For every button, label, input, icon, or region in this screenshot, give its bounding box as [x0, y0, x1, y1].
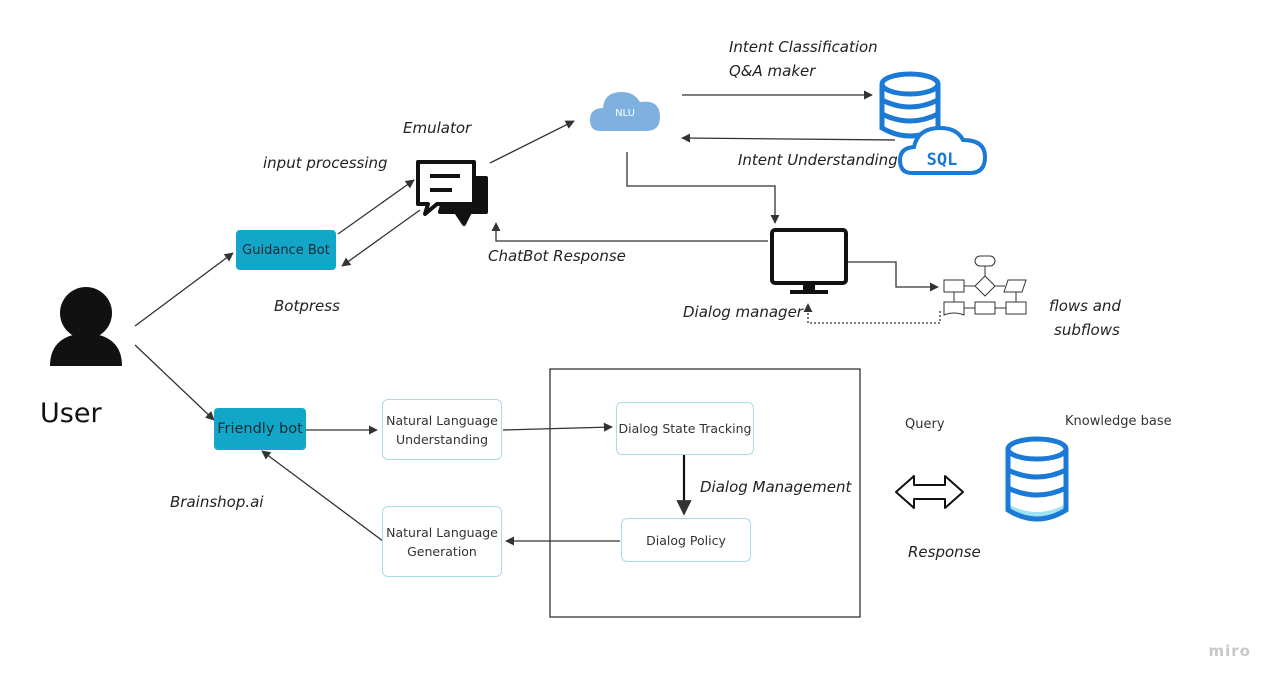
friendly-bot-node[interactable]: Friendly bot	[214, 408, 306, 450]
query-label: Query	[905, 417, 945, 432]
nlu-to-dialog-manager-arrow	[626, 152, 780, 224]
user-to-friendly-arrow	[134, 344, 215, 421]
flowchart-icon	[943, 255, 1027, 316]
nlg-to-friendly-arrow	[261, 450, 384, 542]
cloud-icon	[590, 92, 660, 131]
user-to-guidance-arrow	[134, 252, 234, 327]
nlu-cloud-label: NLU	[615, 108, 635, 119]
nlg-box-line1: Natural Language	[386, 524, 498, 540]
connectors	[134, 90, 941, 546]
user-icon	[50, 287, 122, 366]
flows-label-line1: flows and	[1049, 297, 1121, 315]
db-to-nlu-arrow	[681, 133, 896, 143]
flows-label-line2: subflows	[1054, 321, 1120, 339]
nlu-box[interactable]: Natural Language Understanding	[382, 399, 502, 460]
dialog-policy-box[interactable]: Dialog Policy	[621, 518, 751, 562]
nlg-box-line2: Generation	[407, 543, 477, 559]
brainshop-label: Brainshop.ai	[170, 493, 264, 511]
nlg-box[interactable]: Natural Language Generation	[382, 506, 502, 577]
nlu-box-to-state-arrow	[502, 422, 613, 432]
chatbot-response-label: ChatBot Response	[488, 247, 626, 265]
monitor-to-flows-arrow	[848, 261, 939, 292]
guidance-bot-label: Guidance Bot	[242, 242, 330, 258]
user-label: User	[40, 398, 102, 429]
dialog-management-label: Dialog Management	[700, 478, 852, 496]
guidance-to-emulator-arrow	[337, 179, 415, 235]
database-icon	[879, 71, 941, 139]
qa-maker-label: Q&A maker	[729, 62, 816, 80]
flows-return-arrow	[803, 303, 941, 324]
dialog-state-tracking-label: Dialog State Tracking	[618, 421, 752, 436]
emulator-label: Emulator	[403, 119, 472, 137]
miro-watermark: miro	[1209, 642, 1251, 660]
botpress-label: Botpress	[274, 297, 340, 315]
double-arrow-icon	[895, 475, 964, 509]
input-processing-label: input processing	[263, 154, 388, 172]
knowledge-base-label: Knowledge base	[1065, 414, 1172, 429]
friendly-bot-label: Friendly bot	[217, 421, 303, 437]
intent-classification-label: Intent Classification	[729, 38, 878, 56]
emulator-to-guidance-arrow	[341, 209, 421, 267]
response-label: Response	[908, 543, 981, 561]
dialog-manager-label: Dialog manager	[683, 303, 803, 321]
chatbot-response-arrow	[491, 222, 768, 242]
dialog-policy-label: Dialog Policy	[646, 532, 726, 548]
dialog-state-tracking-box[interactable]: Dialog State Tracking	[616, 402, 754, 455]
intent-understanding-label: Intent Understanding	[738, 151, 898, 169]
sql-cloud-icon: SQL	[897, 125, 988, 175]
monitor-icon	[770, 228, 848, 294]
sql-text: SQL	[927, 150, 958, 170]
dialog-management-frame	[549, 368, 861, 618]
emulator-to-nlu-arrow	[489, 120, 575, 164]
nlu-box-line1: Natural Language	[386, 412, 498, 428]
knowledge-database-icon	[1005, 436, 1069, 522]
chat-bubbles-icon	[416, 160, 488, 226]
guidance-bot-node[interactable]: Guidance Bot	[236, 230, 336, 270]
nlu-box-line2: Understanding	[395, 431, 489, 447]
